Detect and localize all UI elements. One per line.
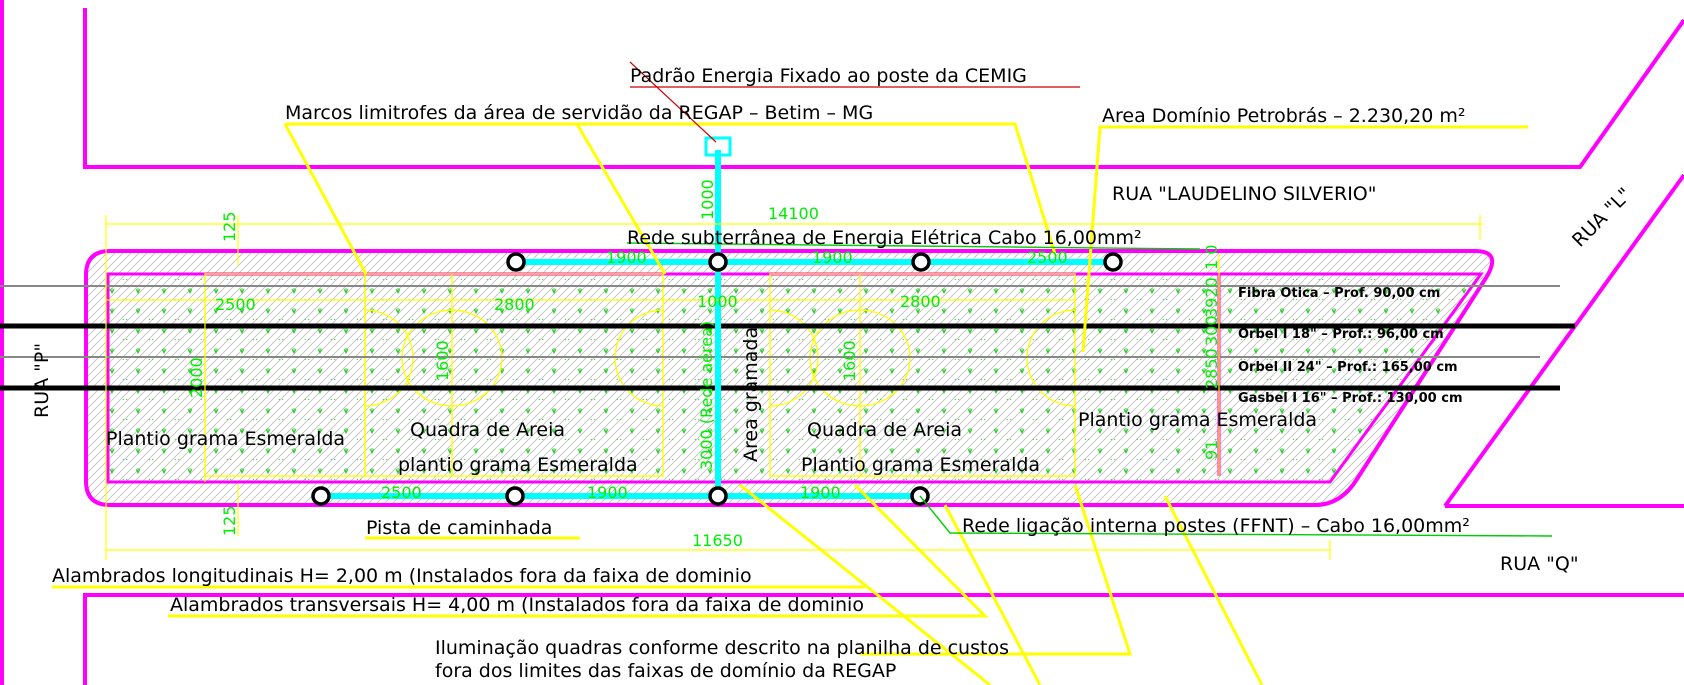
label-alambrados-long: Alambrados longitudinais H= 2,00 m (Inst…	[52, 565, 752, 587]
annotation-leaders	[626, 61, 1553, 537]
dim-1000-vertical: 1000	[698, 179, 717, 220]
dim-125-bot: 125	[220, 505, 239, 536]
bottom-street-boundary	[83, 593, 1684, 685]
pipelines	[0, 285, 1575, 391]
label-quadra-areia-1: Quadra de Areia	[410, 419, 565, 441]
label-quadra-areia-2: Quadra de Areia	[807, 419, 962, 441]
label-plantio-quadra-2: Plantio grama Esmeralda	[801, 454, 1040, 476]
dim-1-0: 1 0	[1202, 245, 1221, 270]
label-alambrados-transv: Alambrados transversais H= 4,00 m (Insta…	[170, 594, 864, 616]
label-rua-q: RUA "Q"	[1500, 553, 1579, 575]
label-rede-subterranea: Rede subterrânea de Energia Elétrica Cab…	[627, 227, 1142, 249]
pole	[506, 252, 526, 272]
label-rua-l: RUA "L"	[1568, 183, 1636, 251]
label-rua-laudelino: RUA "LAUDELINO SILVERIO"	[1112, 183, 1377, 205]
pole	[708, 252, 728, 272]
cables	[320, 136, 1115, 499]
dim-2500-a: 2500	[215, 295, 256, 314]
dim-1900-a: 1900	[606, 248, 647, 267]
dim-2800-b: 2800	[900, 292, 941, 311]
pole	[505, 486, 525, 506]
label-area-dominio: Area Domínio Petrobrás – 2.230,20 m²	[1102, 105, 1466, 127]
dim-91: 91	[1202, 440, 1221, 460]
cemig-pole-box	[704, 136, 732, 157]
label-area-gramada: Area gramada	[740, 327, 762, 462]
label-iluminacao-1: Iluminação quadras conforme descrito na …	[435, 637, 1009, 659]
pole	[311, 486, 331, 506]
dim-1900-b: 1900	[812, 248, 853, 267]
dimension-labels: 14100 11650 125 125 2500 2800 1000 2800 …	[187, 179, 1221, 550]
label-pipeline-gasbel: Gasbel I 16" – Prof.: 130,00 cm	[1238, 391, 1463, 406]
label-plantio-left: Plantio grama Esmeralda	[106, 428, 345, 450]
label-plantio-right: Plantio grama Esmeralda	[1078, 409, 1317, 431]
label-rede-aerea: 3000 (Rede aérea)	[697, 321, 716, 470]
sand-court-2	[769, 273, 1076, 477]
rua-l-boundary	[1443, 173, 1684, 508]
poles	[311, 252, 1123, 506]
dim-2000: 2000	[187, 357, 206, 398]
dim-11650: 11650	[692, 531, 743, 550]
dim-2500-b: 2500	[1027, 248, 1068, 267]
dimension-lines	[105, 215, 1483, 560]
label-marcos: Marcos limitrofes da área de servidão da…	[285, 102, 873, 124]
dim-2500-c: 2500	[381, 483, 422, 502]
dim-1900-c: 1900	[587, 483, 628, 502]
dim-3920: 3920	[1202, 277, 1221, 318]
top-street-boundary	[83, 8, 1684, 169]
pole	[1103, 252, 1123, 272]
pole	[708, 486, 728, 506]
dim-1600-a: 1600	[433, 340, 452, 381]
label-rua-p: RUA "P"	[31, 343, 53, 418]
label-iluminacao-2: fora dos limites das faixas de domínio d…	[435, 660, 896, 682]
dim-1900-d: 1900	[800, 483, 841, 502]
leader-lines	[52, 122, 1528, 685]
pole	[911, 252, 931, 272]
label-padrao-energia: Padrão Energia Fixado ao poste da CEMIG	[630, 65, 1027, 87]
grass-area	[106, 272, 1484, 484]
dim-2800-a: 2800	[494, 295, 535, 314]
annotation-labels: Padrão Energia Fixado ao poste da CEMIG …	[52, 65, 1470, 682]
label-rede-ligacao: Rede ligação interna postes (FFNT) – Cab…	[962, 515, 1470, 537]
pipeline-labels: Fibra Otica – Prof. 90,00 cm Orbel I 18"…	[1238, 286, 1463, 406]
dim-1000: 1000	[697, 292, 738, 311]
dim-300: 300	[1202, 315, 1221, 346]
area-labels: Plantio grama Esmeralda Quadra de Areia …	[106, 321, 1317, 476]
label-plantio-quadra-1: plantio grama Esmeralda	[398, 454, 638, 476]
dim-2850: 2850	[1202, 348, 1221, 389]
dim-14100: 14100	[768, 204, 819, 223]
label-pipeline-fibra: Fibra Otica – Prof. 90,00 cm	[1238, 286, 1440, 301]
dim-1600-b: 1600	[840, 340, 859, 381]
dim-125-top: 125	[220, 211, 239, 242]
label-pipeline-orbel-ii: Orbel II 24" – Prof.: 165,00 cm	[1238, 360, 1458, 375]
label-pipeline-orbel-i: Orbel I 18" – Prof.: 96,00 cm	[1238, 327, 1444, 342]
label-pista: Pista de caminhada	[366, 517, 552, 539]
